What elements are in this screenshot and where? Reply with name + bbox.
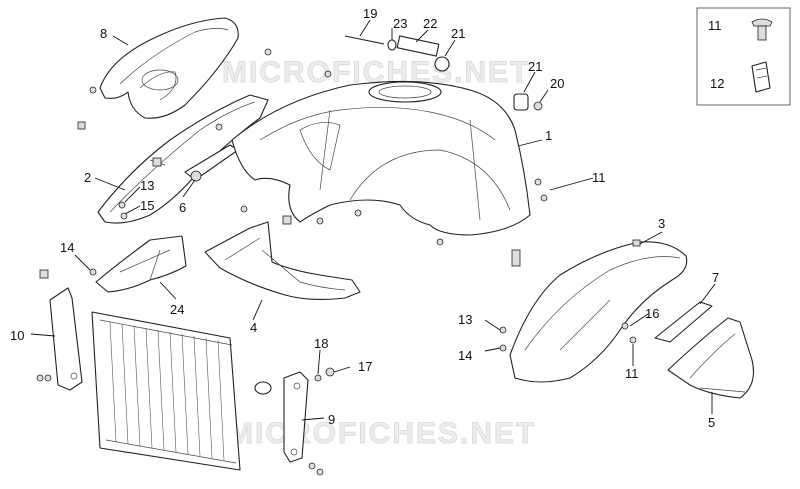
callout-5: 5	[708, 415, 715, 430]
hardware-inset-box	[696, 7, 791, 106]
part-9-right-bracket	[283, 371, 309, 463]
callout-1: 1	[545, 128, 552, 143]
part-21-grommet-a	[434, 56, 450, 72]
watermark-top: MICROFICHES.NET	[222, 56, 530, 89]
part-23-washer	[387, 39, 397, 51]
part-3-right-shroud	[509, 241, 688, 383]
part-10-left-bracket	[49, 287, 83, 391]
inset-clip-icon	[751, 61, 771, 93]
callout-11-shroud: 11	[625, 366, 639, 381]
part-7-trim	[654, 301, 713, 343]
callout-3: 3	[658, 216, 665, 231]
callout-9: 9	[328, 412, 335, 427]
callout-2: 2	[84, 170, 91, 185]
part-19-rod	[344, 35, 385, 45]
callout-7: 7	[712, 270, 719, 285]
callout-12: 12	[710, 76, 724, 91]
part-20-nut	[533, 101, 543, 111]
callout-10: 10	[10, 328, 24, 343]
callout-11-inset: 11	[708, 18, 722, 33]
inset-screw-icon	[751, 18, 773, 41]
callout-17: 17	[358, 359, 372, 374]
watermark-bottom: MICROFICHES.NET	[228, 417, 536, 450]
callout-6: 6	[179, 200, 186, 215]
callout-4: 4	[250, 320, 257, 335]
callout-20: 20	[550, 76, 564, 91]
callout-labels: 1 2 3 4 5 6 7 8 9 10 11 11 11 12 13 13 1…	[10, 6, 724, 430]
part-8-side-cover	[99, 17, 239, 119]
callout-15: 15	[140, 198, 154, 213]
callout-16: 16	[645, 306, 659, 321]
fasteners	[36, 48, 641, 476]
callout-13-left: 13	[140, 178, 154, 193]
leader-lines	[30, 19, 716, 421]
radiator	[91, 311, 272, 471]
callout-21-top: 21	[451, 26, 465, 41]
part-4-lower-panel	[204, 221, 361, 301]
callout-23: 23	[393, 16, 407, 31]
part-24-air-duct	[95, 235, 187, 293]
callout-8: 8	[100, 26, 107, 41]
callout-19: 19	[363, 6, 377, 21]
callout-22: 22	[423, 16, 437, 31]
part-5-lower-right-panel	[667, 317, 755, 399]
callout-18: 18	[314, 336, 328, 351]
callout-21-right: 21	[528, 59, 542, 74]
part-21-grommet-b	[513, 93, 529, 111]
radiator-fins	[109, 321, 225, 461]
callout-14-left: 14	[60, 240, 74, 255]
callout-24: 24	[170, 302, 184, 317]
part-1-tank-cover	[231, 80, 531, 236]
part-22-spacer	[396, 35, 440, 57]
callout-14-right: 14	[458, 348, 472, 363]
callout-13-right: 13	[458, 312, 472, 327]
callout-11-tank: 11	[592, 170, 606, 185]
